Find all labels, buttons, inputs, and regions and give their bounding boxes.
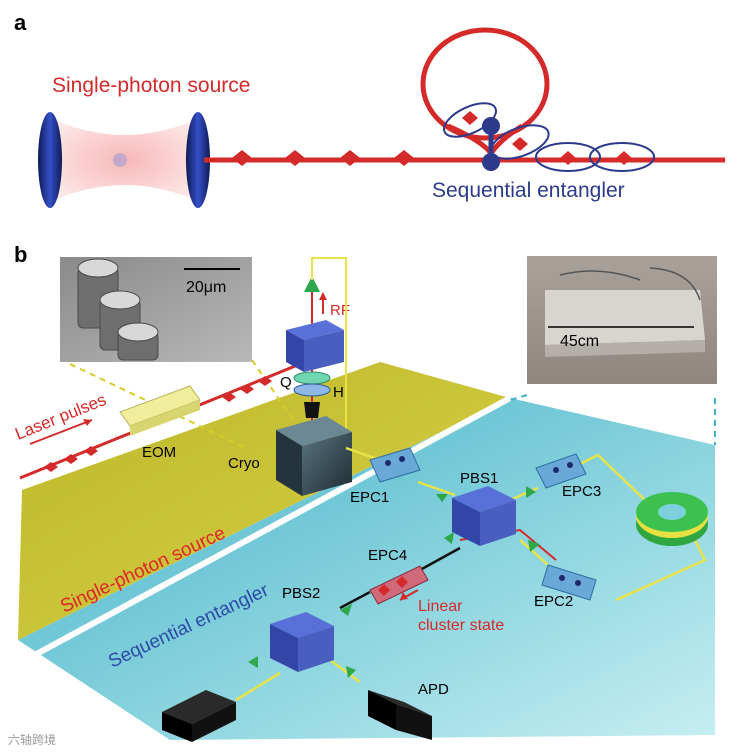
laser-direction-arrow	[29, 419, 93, 445]
fiber-top	[311, 257, 347, 448]
apd-label: APD	[418, 681, 449, 698]
watermark: 六轴跨境	[8, 732, 56, 747]
fiber-spool	[636, 492, 708, 546]
panel-a-letter: a	[14, 10, 27, 35]
cryo-label: Cryo	[228, 455, 260, 472]
quarter-waveplate	[293, 371, 331, 385]
apd-detector-left	[162, 690, 236, 742]
sem-scale-label: 20μm	[186, 279, 226, 296]
delay-loop	[420, 27, 550, 141]
pbs1-cube	[452, 486, 516, 546]
laser-pulses	[44, 376, 272, 472]
q-label: Q	[280, 374, 292, 391]
apd-detector-right	[368, 690, 432, 740]
eom-label: EOM	[142, 444, 176, 461]
pbs2-cube	[270, 612, 334, 672]
photon-pulses	[232, 150, 414, 166]
right-mirror	[186, 112, 210, 208]
objective-lens	[304, 402, 320, 418]
entangler-node-bottom	[482, 153, 500, 171]
photo-device	[545, 290, 705, 345]
fibers	[235, 446, 707, 702]
h-label: H	[333, 384, 344, 401]
left-mirror	[38, 112, 62, 208]
cryostat	[276, 416, 352, 496]
epc2-device	[541, 564, 597, 601]
photon-2	[285, 150, 305, 166]
epc2-label: EPC2	[534, 593, 573, 610]
photon-4	[394, 150, 414, 166]
linear-cluster-label-2: cluster state	[418, 617, 504, 634]
quantum-dot	[113, 153, 127, 167]
laser-pulses-label: Laser pulses	[12, 390, 108, 444]
epc4-device	[369, 565, 429, 605]
photon-3	[340, 150, 360, 166]
rf-output-arrow	[304, 276, 320, 292]
eom-device	[119, 385, 201, 436]
photo-scale-label: 45cm	[560, 333, 599, 350]
panel-a-source-label: Single-photon source	[52, 74, 250, 97]
epc1-label: EPC1	[350, 489, 389, 506]
epc1-device	[369, 447, 421, 483]
panel-a-entangler-label: Sequential entangler	[432, 179, 625, 202]
single-photon-source-region	[18, 362, 510, 640]
pbs2-label: PBS2	[282, 585, 320, 602]
photon-1	[232, 150, 252, 166]
sem-pillars	[77, 258, 159, 361]
epc3-device	[535, 453, 587, 489]
pbs1-label: PBS1	[460, 470, 498, 487]
entangler-node-top	[482, 117, 500, 135]
epc3-label: EPC3	[562, 483, 601, 500]
half-waveplate	[293, 383, 331, 397]
linear-cluster-label-1: Linear	[418, 598, 463, 615]
sequential-entangler-region	[18, 398, 715, 740]
epc4-label: EPC4	[368, 547, 407, 564]
panel-b-letter: b	[14, 242, 27, 267]
pbs-top-cube	[286, 320, 344, 372]
